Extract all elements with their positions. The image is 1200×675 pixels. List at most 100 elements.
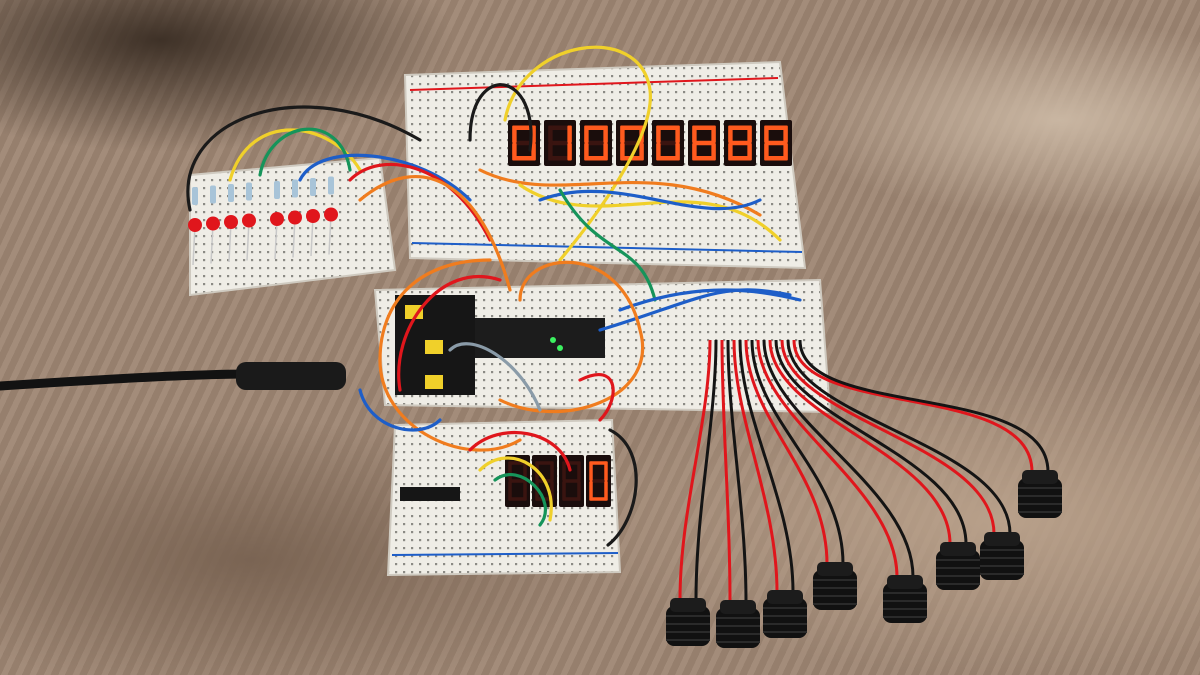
display-segment xyxy=(728,143,733,161)
display-segment xyxy=(692,125,697,143)
display-digit: 1 xyxy=(559,455,584,507)
display-segment xyxy=(730,140,750,146)
display-segment xyxy=(577,481,581,501)
wire xyxy=(558,188,657,302)
display-segment xyxy=(550,461,554,481)
display-segment xyxy=(656,125,661,143)
display-segment xyxy=(584,125,589,143)
red-led xyxy=(206,216,220,231)
display-segment xyxy=(658,140,678,146)
display-segment xyxy=(567,143,572,161)
display-segment xyxy=(512,125,517,143)
wire xyxy=(578,372,615,422)
display-segment xyxy=(577,461,581,481)
display-digit: 8 xyxy=(688,120,720,166)
display-segment xyxy=(620,143,625,161)
display-segment xyxy=(514,125,534,130)
display-segment xyxy=(550,125,570,130)
display-segment xyxy=(747,143,752,161)
display-segment xyxy=(603,125,608,143)
display-segment xyxy=(711,143,716,161)
wire xyxy=(606,428,638,547)
display-digit: 0 xyxy=(586,455,611,507)
push-button xyxy=(666,598,710,646)
display-segment xyxy=(766,156,786,161)
resistor xyxy=(292,179,298,198)
red-led xyxy=(288,210,302,225)
microcontroller-board xyxy=(475,318,605,358)
red-led xyxy=(270,212,284,226)
display-segment xyxy=(694,140,714,146)
display-segment xyxy=(656,143,661,161)
jumper-wires xyxy=(186,45,802,547)
push-button xyxy=(936,542,980,590)
display-segment xyxy=(564,479,579,483)
push-button xyxy=(813,562,857,610)
wire xyxy=(298,153,472,202)
wire xyxy=(618,288,802,312)
wire xyxy=(348,162,492,242)
display-segment xyxy=(694,156,714,161)
display-segment xyxy=(658,156,678,161)
display-segment xyxy=(730,125,750,130)
red-led xyxy=(188,218,202,232)
controller-breadboard xyxy=(373,278,832,414)
wire xyxy=(518,183,782,242)
display-segment xyxy=(591,497,606,501)
display-segment xyxy=(514,156,534,161)
wire xyxy=(186,105,422,212)
display-segment xyxy=(658,125,678,130)
display-segment xyxy=(622,125,642,130)
display-breadboard: 01000888 xyxy=(403,60,807,270)
display-segment xyxy=(639,143,644,161)
red-led xyxy=(306,209,320,223)
wire xyxy=(397,274,502,392)
display-segment xyxy=(562,481,566,501)
push-button xyxy=(763,590,807,638)
display-segment xyxy=(675,125,680,143)
display-digit: 8 xyxy=(724,120,756,166)
push-button xyxy=(980,532,1024,580)
display-segment xyxy=(537,461,552,465)
display-segment xyxy=(550,140,570,146)
display-segment xyxy=(586,140,606,146)
display-segment xyxy=(603,143,608,161)
display-segment xyxy=(586,125,606,130)
resistor xyxy=(274,181,280,199)
display-segment xyxy=(548,125,553,143)
display-segment xyxy=(747,125,752,143)
display-segment xyxy=(514,140,534,146)
display-digit: 0 xyxy=(652,120,684,166)
wire xyxy=(478,168,762,217)
resistor xyxy=(192,187,198,205)
resistor xyxy=(328,176,334,195)
display-digit: 0 xyxy=(508,120,540,166)
display-segment xyxy=(728,125,733,143)
wire xyxy=(358,175,512,292)
push-button xyxy=(883,575,927,623)
display-segment xyxy=(589,461,593,481)
display-segment xyxy=(766,125,786,130)
wire xyxy=(468,83,533,152)
resistor xyxy=(310,178,316,196)
display-segment xyxy=(604,461,608,481)
wire xyxy=(258,127,352,177)
display-segment xyxy=(510,479,525,483)
wire xyxy=(493,473,547,527)
push-button xyxy=(716,600,760,648)
display-segment xyxy=(694,125,714,130)
display-digit: 8 xyxy=(760,120,792,166)
display-digit: 1 xyxy=(505,455,530,507)
display-segment xyxy=(692,143,697,161)
display-segment xyxy=(764,143,769,161)
led-row xyxy=(188,176,338,266)
red-led xyxy=(242,213,256,228)
counter-breadboard: 1110 xyxy=(386,418,622,577)
wire xyxy=(598,288,792,332)
wire xyxy=(358,388,442,432)
display-segment xyxy=(508,461,512,481)
four-digit-display: 1110 xyxy=(505,455,611,507)
red-led xyxy=(224,215,238,229)
display-segment xyxy=(531,143,536,161)
